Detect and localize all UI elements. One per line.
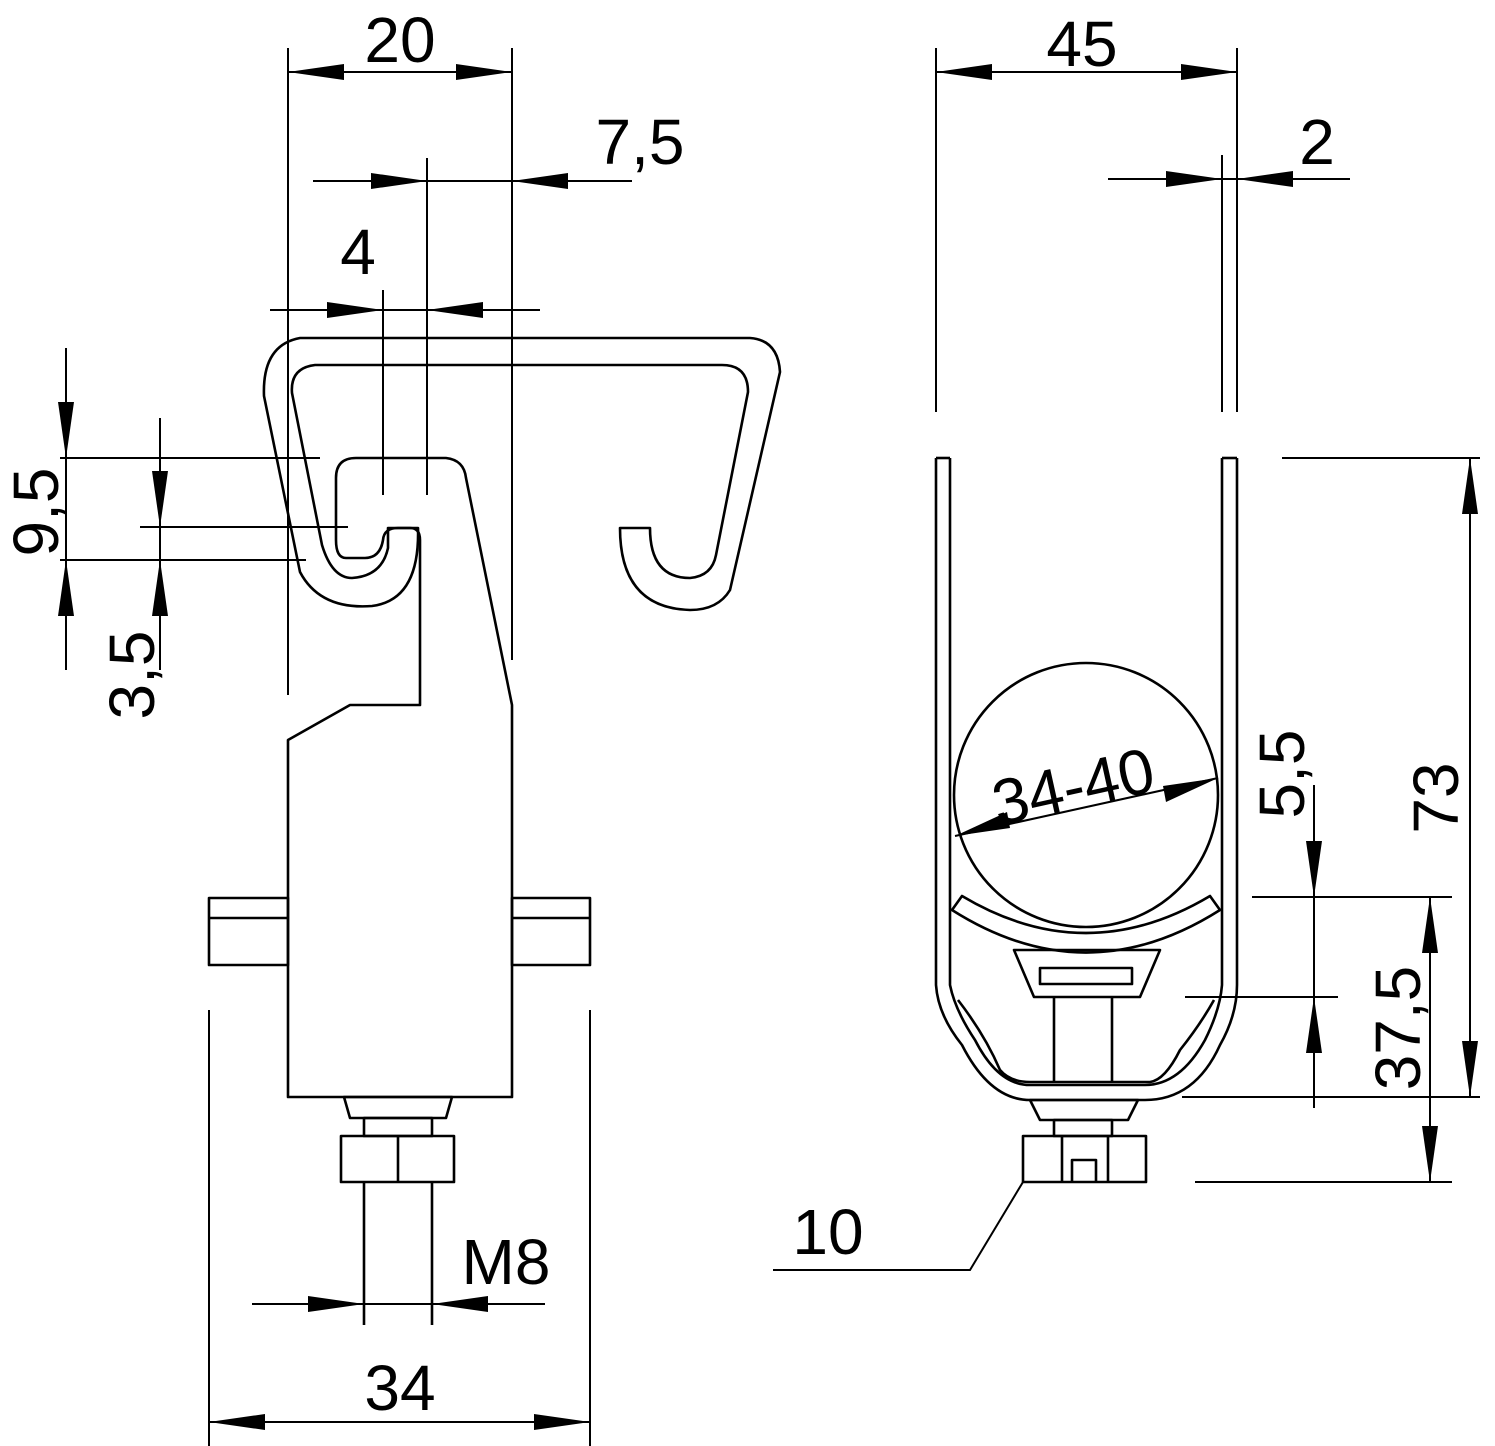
dim-3-5: 3,5 (96, 631, 168, 720)
left-wing (207, 896, 290, 967)
saddle (950, 894, 1222, 954)
saddle-slot (1038, 966, 1134, 986)
dim-m8: M8 (462, 1226, 551, 1298)
dim-7-5: 7,5 (596, 106, 685, 178)
dim-45: 45 (1046, 8, 1117, 80)
front-view: 45 2 34-40 5,5 73 37,5 10 (773, 8, 1480, 1271)
bolt-shank (362, 1116, 434, 1138)
dim-10: 10 (792, 1196, 863, 1268)
dim-4: 4 (340, 216, 376, 288)
dim-2: 2 (1299, 106, 1335, 178)
pipe-circle (952, 661, 1220, 929)
dim-73: 73 (1400, 762, 1472, 833)
dim-9-5: 9,5 (0, 468, 72, 557)
washer (342, 1095, 454, 1120)
dim-5-5: 5,5 (1246, 730, 1318, 819)
lower-washer (1028, 1098, 1140, 1122)
right-wing (510, 896, 592, 967)
dim-34-40: 34-40 (986, 734, 1161, 840)
dim-34: 34 (364, 1352, 435, 1424)
saddle-nut (1012, 948, 1162, 999)
dim-37-5: 37,5 (1362, 966, 1434, 1091)
u-clip-inner (948, 458, 1224, 1087)
lower-nut (1021, 1134, 1148, 1184)
clip-outer-contour (262, 336, 782, 612)
side-view: 20 7,5 4 9,5 3,5 M8 34 (0, 4, 782, 1446)
dim-20: 20 (364, 4, 435, 76)
clamp-body (286, 456, 514, 1099)
